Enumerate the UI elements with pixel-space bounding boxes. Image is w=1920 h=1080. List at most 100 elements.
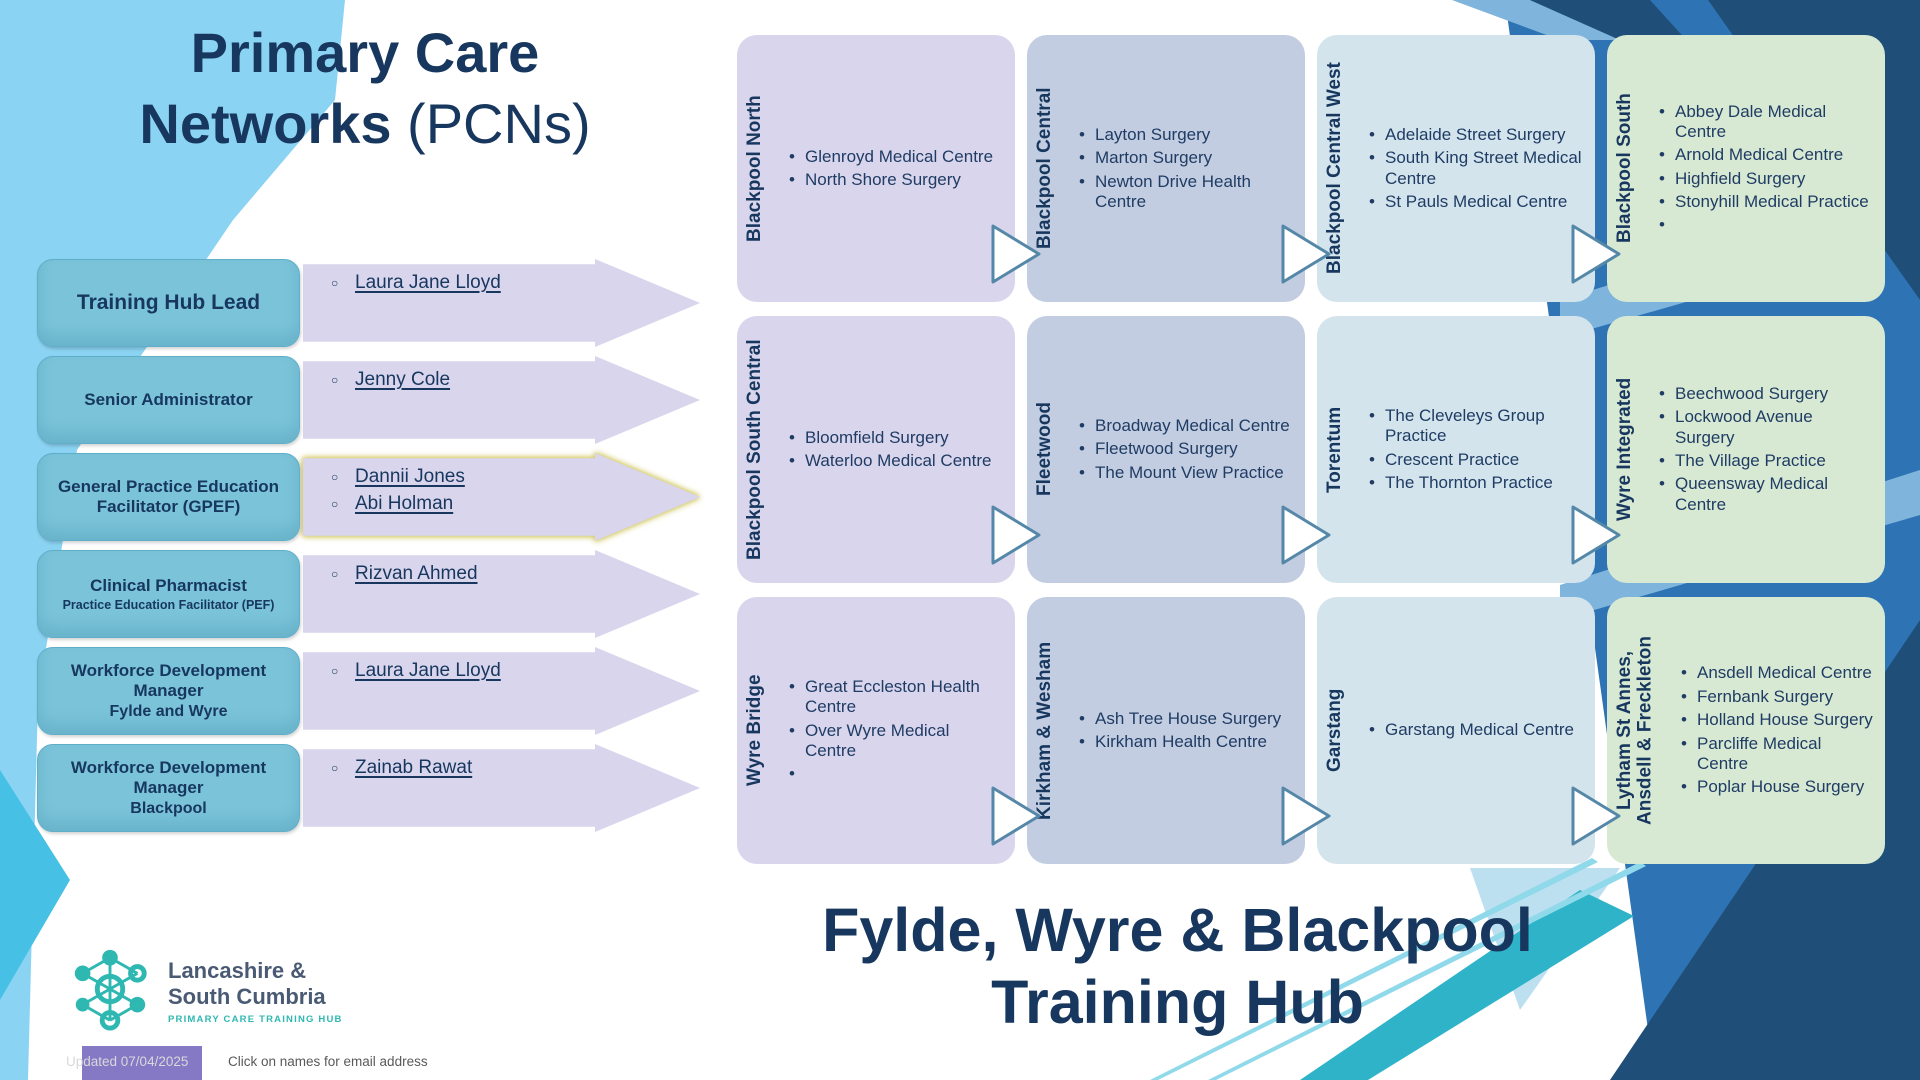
role-row: Clinical Pharmacist Practice Education F… — [37, 550, 700, 638]
roles-list: Training Hub Lead Laura Jane Lloyd Senio… — [37, 259, 700, 832]
role-row: Training Hub Lead Laura Jane Lloyd — [37, 259, 700, 347]
person-link[interactable]: Laura Jane Lloyd — [355, 660, 501, 681]
role-box: Workforce Development Manager Fylde and … — [37, 647, 300, 735]
practice-item: Garstang Medical Centre — [1365, 720, 1574, 741]
role-row: Workforce Development Manager Fylde and … — [37, 647, 700, 735]
practice-item: Newton Drive Health Centre — [1075, 172, 1293, 213]
pcn-card: Blackpool Central Layton SurgeryMarton S… — [1027, 35, 1305, 302]
role-title: Clinical Pharmacist — [90, 575, 247, 595]
role-box: Training Hub Lead — [37, 259, 300, 347]
role-subtitle: Fylde and Wyre — [109, 702, 228, 720]
person-item: Jenny Cole — [329, 369, 700, 391]
person-link[interactable]: Jenny Cole — [355, 369, 451, 390]
person-item: Dannii Jones — [329, 466, 700, 488]
practice-item: Parcliffe Medical Centre — [1677, 734, 1873, 775]
practice-item: The Village Practice — [1655, 451, 1873, 472]
person-item: Rizvan Ahmed — [329, 563, 700, 585]
practice-item: Arnold Medical Centre — [1655, 145, 1873, 166]
practice-item: Adelaide Street Surgery — [1365, 125, 1583, 146]
people-list: Laura Jane Lloyd — [303, 647, 700, 682]
next-arrow-icon — [1569, 222, 1623, 286]
pcn-card: Garstang Garstang Medical Centre — [1317, 597, 1595, 864]
people-list: Laura Jane Lloyd — [303, 259, 700, 294]
role-box: Workforce Development Manager Blackpool — [37, 744, 300, 832]
role-box: Clinical Pharmacist Practice Education F… — [37, 550, 300, 638]
practice-item: Beechwood Surgery — [1655, 384, 1873, 405]
practice-item: Crescent Practice — [1365, 450, 1583, 471]
practice-item: South King Street Medical Centre — [1365, 148, 1583, 189]
updated-date: Updated 07/04/2025 — [66, 1054, 189, 1069]
people-list: Zainab Rawat — [303, 744, 700, 779]
role-arrow: Dannii JonesAbi Holman — [303, 453, 700, 541]
page-title: Primary Care Networks (PCNs) — [75, 18, 655, 159]
role-title: Workforce Development Manager — [70, 757, 267, 797]
practice-item — [1655, 215, 1873, 235]
practice-item: St Pauls Medical Centre — [1365, 192, 1583, 213]
pcn-name-label: Blackpool North — [744, 95, 765, 242]
role-row: Workforce Development Manager Blackpool … — [37, 744, 700, 832]
practice-list: Ansdell Medical CentreFernbank SurgeryHo… — [1677, 660, 1879, 800]
logo-org-line1: Lancashire & — [168, 958, 307, 984]
practice-item: Kirkham Health Centre — [1075, 732, 1281, 753]
next-arrow-icon — [1569, 503, 1623, 567]
practice-item: The Thornton Practice — [1365, 473, 1583, 494]
people-list: Rizvan Ahmed — [303, 550, 700, 585]
practice-list: Glenroyd Medical CentreNorth Shore Surge… — [785, 144, 999, 194]
practice-list: The Cleveleys Group PracticeCrescent Pra… — [1365, 403, 1589, 497]
role-title: General Practice Education Facilitator (… — [57, 476, 280, 516]
next-arrow-icon — [989, 503, 1043, 567]
practice-item: Fleetwood Surgery — [1075, 439, 1290, 460]
practice-item: Ash Tree House Surgery — [1075, 709, 1281, 730]
footer-note: Click on names for email address — [228, 1054, 428, 1069]
role-arrow: Jenny Cole — [303, 356, 700, 444]
role-title: Senior Administrator — [84, 389, 253, 409]
role-subtitle: Practice Education Facilitator (PEF) — [62, 597, 275, 612]
person-link[interactable]: Laura Jane Lloyd — [355, 272, 501, 293]
pcn-name-label: Wyre Bridge — [744, 674, 765, 787]
next-arrow-icon — [1569, 784, 1623, 848]
practice-item: The Cleveleys Group Practice — [1365, 406, 1583, 447]
practice-item: Abbey Dale Medical Centre — [1655, 102, 1873, 143]
practice-item: Layton Surgery — [1075, 125, 1293, 146]
person-link[interactable]: Rizvan Ahmed — [355, 563, 478, 584]
role-box: Senior Administrator — [37, 356, 300, 444]
role-row: Senior Administrator Jenny Cole — [37, 356, 700, 444]
person-link[interactable]: Zainab Rawat — [355, 757, 473, 778]
footer-highlight-box — [82, 1046, 202, 1080]
practice-item: Waterloo Medical Centre — [785, 451, 991, 472]
person-item: Laura Jane Lloyd — [329, 660, 700, 682]
network-molecule-icon — [66, 943, 154, 1040]
practice-item: The Mount View Practice — [1075, 463, 1290, 484]
practice-item: Queensway Medical Centre — [1655, 474, 1873, 515]
practice-item — [785, 764, 1003, 784]
next-arrow-icon — [989, 784, 1043, 848]
practice-item: Fernbank Surgery — [1677, 687, 1873, 708]
pcn-card: Blackpool North Glenroyd Medical CentreN… — [737, 35, 1015, 302]
next-arrow-icon — [989, 222, 1043, 286]
pcn-card: Fleetwood Broadway Medical CentreFleetwo… — [1027, 316, 1305, 583]
practice-item: Poplar House Surgery — [1677, 777, 1873, 798]
pcn-name-label: Lytham St Annes, Ansdell & Freckleton — [1614, 636, 1656, 825]
next-arrow-icon — [1279, 784, 1333, 848]
pcn-card: Blackpool South Central Bloomfield Surge… — [737, 316, 1015, 583]
bottom-title-line2: Training Hub — [991, 967, 1364, 1036]
role-title: Workforce Development Manager — [70, 660, 267, 700]
practice-item: Marton Surgery — [1075, 148, 1293, 169]
pcn-card: Wyre Bridge Great Eccleston Health Centr… — [737, 597, 1015, 864]
practice-item: North Shore Surgery — [785, 170, 993, 191]
pcn-card: Torentum The Cleveleys Group PracticeCre… — [1317, 316, 1595, 583]
bottom-title-line1: Fylde, Wyre & Blackpool — [822, 896, 1533, 964]
practice-list: Layton SurgeryMarton SurgeryNewton Drive… — [1075, 122, 1299, 216]
person-link[interactable]: Dannii Jones — [355, 466, 465, 487]
logo-tagline: PRIMARY CARE TRAINING HUB — [168, 1013, 343, 1025]
practice-item: Ansdell Medical Centre — [1677, 663, 1873, 684]
practice-item: Broadway Medical Centre — [1075, 416, 1290, 437]
practice-item: Holland House Surgery — [1677, 710, 1873, 731]
person-link[interactable]: Abi Holman — [355, 493, 454, 514]
practice-item: Great Eccleston Health Centre — [785, 677, 1003, 718]
people-list: Jenny Cole — [303, 356, 700, 391]
practice-list: Adelaide Street SurgerySouth King Street… — [1365, 122, 1589, 216]
role-arrow: Laura Jane Lloyd — [303, 259, 700, 347]
